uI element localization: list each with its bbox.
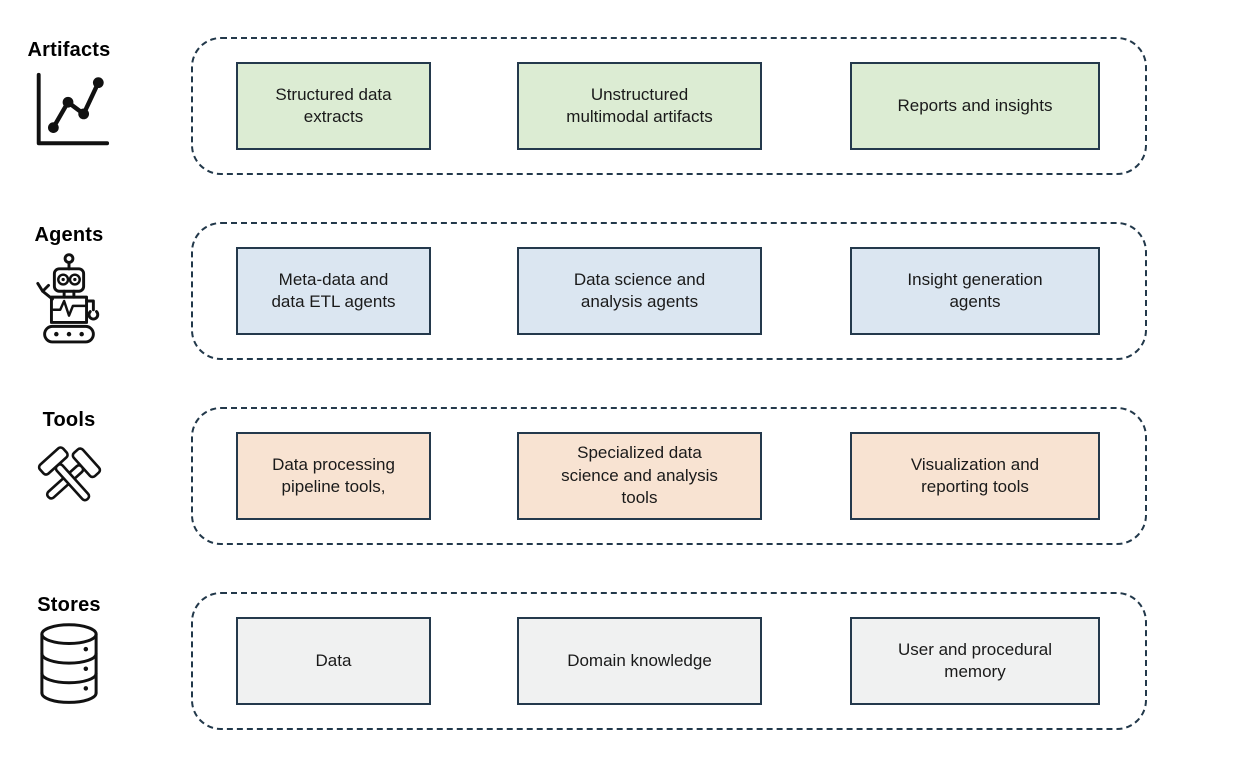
stores-side-label: Stores [6,594,132,708]
box-label: Specialized data science and analysis to… [561,443,718,508]
artifacts-side-label: Artifacts [6,39,132,155]
row-label-artifacts: Artifacts [27,39,111,61]
row-label-stores: Stores [37,594,101,616]
agents-side-label: Agents [6,224,132,350]
row-agents: Agents Meta-data [0,222,1246,360]
box-label: Reports and insights [897,95,1053,115]
agent-box-data-science: Data science and analysis agents [517,247,762,335]
row-artifacts: Artifacts Structured data extracts Unstr… [0,37,1246,175]
tool-box-visualization: Visualization and reporting tools [850,432,1100,520]
database-icon [40,623,98,704]
row-tools: Tools Data processing pipeline tools, Sp… [0,407,1246,545]
box-label: Insight generation agents [907,269,1043,311]
artifact-box-reports-insights: Reports and insights [850,62,1100,150]
agents-group: Meta-data and data ETL agents Data scien… [191,222,1147,360]
box-label: Domain knowledge [567,650,712,670]
tool-box-data-processing: Data processing pipeline tools, [236,432,431,520]
store-box-user-procedural-memory: User and procedural memory [850,617,1100,705]
box-label: Meta-data and data ETL agents [271,269,396,311]
store-box-data: Data [236,617,431,705]
box-label: Data [315,650,352,670]
row-stores: Stores Data Domain knowledge User and pr… [0,592,1246,730]
artifact-box-structured-data: Structured data extracts [236,62,431,150]
box-label: Data science and analysis agents [573,269,706,311]
box-label: Visualization and reporting tools [910,454,1040,496]
box-label: Structured data extracts [275,84,392,126]
tool-box-specialized-ds: Specialized data science and analysis to… [517,432,762,520]
artifact-box-unstructured-multimodal: Unstructured multimodal artifacts [517,62,762,150]
box-label: User and procedural memory [897,639,1053,681]
box-label: Unstructured multimodal artifacts [566,84,713,126]
store-box-domain-knowledge: Domain knowledge [517,617,762,705]
tools-group: Data processing pipeline tools, Speciali… [191,407,1147,545]
row-label-tools: Tools [42,409,96,431]
box-label: Data processing pipeline tools, [272,454,395,496]
crossed-hammers-icon [37,446,102,502]
line-chart-icon [36,72,110,146]
robot-icon [36,253,100,344]
artifacts-group: Structured data extracts Unstructured mu… [191,37,1147,175]
row-label-agents: Agents [34,224,104,246]
stores-group: Data Domain knowledge User and procedura… [191,592,1147,730]
agent-box-insight-generation: Insight generation agents [850,247,1100,335]
tools-side-label: Tools [6,409,132,525]
agent-box-metadata-etl: Meta-data and data ETL agents [236,247,431,335]
